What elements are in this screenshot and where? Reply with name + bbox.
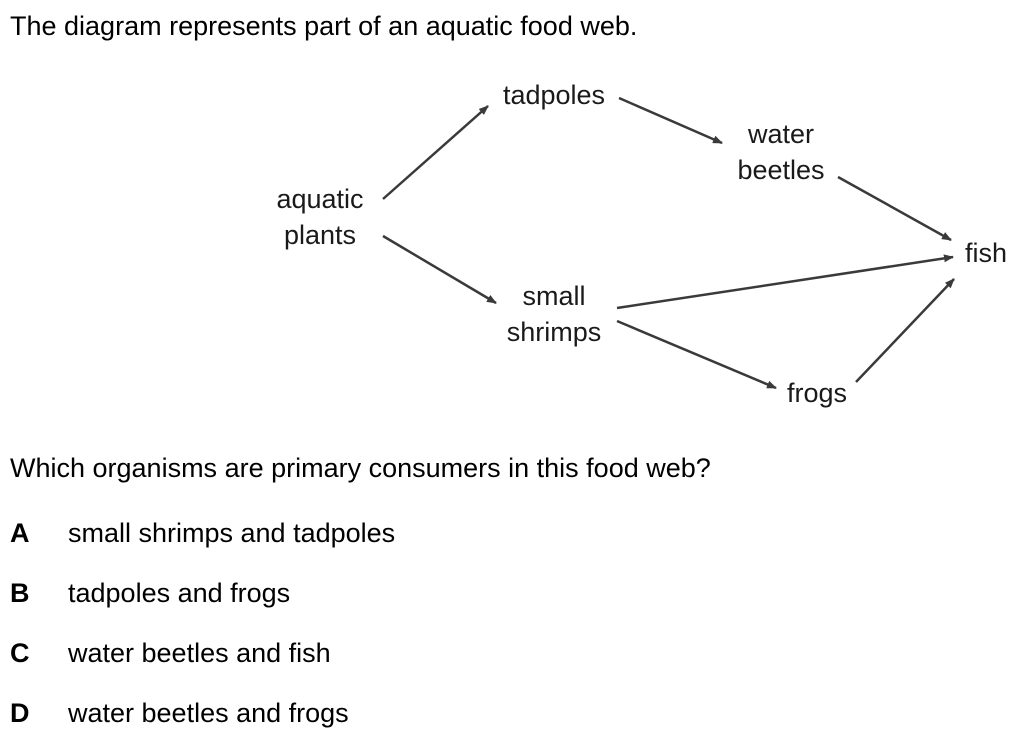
food-web-diagram: aquatic plants tadpoles water beetles sm… (276, 80, 1008, 408)
arrow-plants-to-shrimps (382, 234, 497, 305)
option-letter: C (10, 638, 30, 668)
option-text: tadpoles and frogs (68, 578, 291, 608)
node-aquatic-plants: aquatic plants (276, 184, 364, 250)
option-text: water beetles and fish (68, 638, 331, 668)
arrow-shrimps-to-frogs (616, 319, 777, 390)
node-tadpoles: tadpoles (502, 80, 606, 110)
arrow-frogs-to-fish (855, 278, 955, 383)
food-web-arrows (382, 96, 955, 390)
option-letter: B (10, 578, 30, 608)
question-text: Which organisms are primary consumers in… (10, 453, 711, 483)
arrow-shrimps-to-fish (616, 254, 954, 310)
node-small-shrimps: small shrimps (506, 281, 602, 347)
node-water-beetles: water beetles (737, 119, 825, 185)
option-text: small shrimps and tadpoles (68, 518, 396, 548)
node-fish: fish (964, 238, 1008, 268)
option-letter: D (10, 698, 30, 728)
option-letter: A (10, 518, 30, 548)
node-frogs: frogs (786, 378, 848, 408)
intro-text: The diagram represents part of an aquati… (10, 11, 638, 41)
option-text: water beetles and frogs (68, 698, 349, 728)
arrow-plants-to-tadpoles (382, 105, 489, 200)
arrow-beetles-to-fish (837, 175, 952, 242)
arrow-tadpoles-to-beetles (618, 96, 723, 145)
